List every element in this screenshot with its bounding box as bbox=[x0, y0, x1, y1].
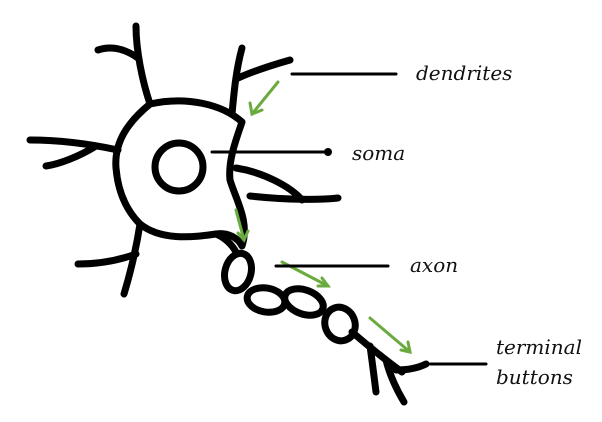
terminal-label-line2: buttons bbox=[496, 365, 573, 389]
terminal-branch-2 bbox=[382, 356, 408, 406]
dendrite-left bbox=[26, 136, 122, 154]
signal-arrow-2 bbox=[234, 208, 250, 243]
axon-label: axon bbox=[410, 253, 458, 277]
soma-label: soma bbox=[352, 141, 405, 165]
dendrite-top bbox=[132, 22, 154, 108]
myelin-segment-4 bbox=[321, 303, 359, 345]
dendrites-label: dendrites bbox=[416, 61, 512, 85]
dendrite-right-lower bbox=[246, 192, 342, 203]
signal-arrow-1 bbox=[248, 80, 280, 117]
dendrite-left-branch bbox=[42, 142, 100, 170]
signal-arrow-4 bbox=[368, 316, 412, 354]
nucleus bbox=[151, 139, 207, 195]
myelin-segment-1 bbox=[221, 249, 255, 295]
dendrite-upper-right bbox=[228, 44, 246, 118]
terminal-branch-3 bbox=[392, 360, 430, 374]
terminal-label-line1: terminal bbox=[496, 335, 582, 359]
myelin-segment-2 bbox=[243, 284, 289, 316]
dendrite-upper-right-branch bbox=[234, 56, 294, 82]
dendrite-lower-left-branch bbox=[74, 250, 140, 268]
terminal-branch-1 bbox=[366, 342, 380, 396]
myelin-segment-3 bbox=[281, 285, 327, 319]
dendrite-top-branch bbox=[94, 44, 142, 62]
dendrite-lower-left bbox=[120, 220, 144, 298]
soma-outline bbox=[112, 97, 248, 250]
soma-leader-dot bbox=[324, 148, 332, 156]
